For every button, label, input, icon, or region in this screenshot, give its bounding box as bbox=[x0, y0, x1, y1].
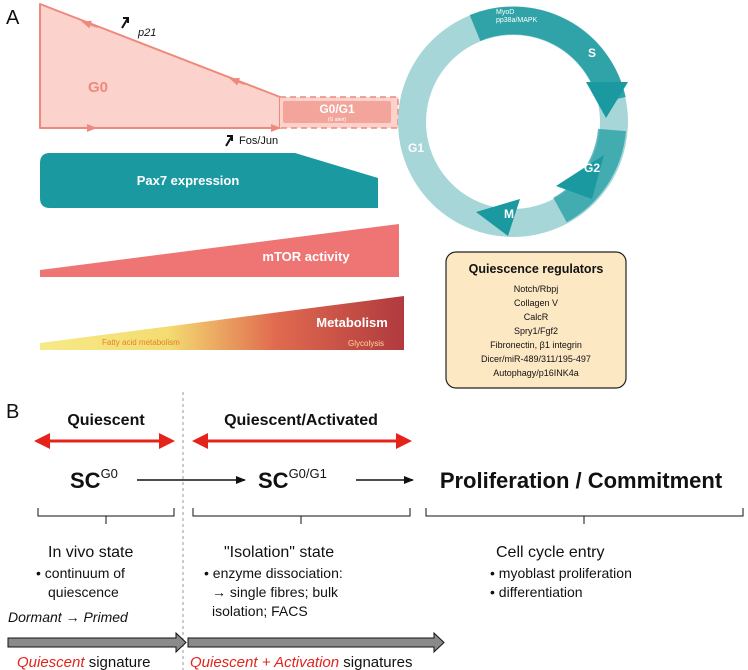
regulator-item: Collagen V bbox=[514, 298, 558, 308]
g-alert-label: (G alert) bbox=[328, 117, 347, 123]
quiescent-activated-header: Quiescent/Activated bbox=[224, 412, 378, 429]
quiescent-signature-red: Quiescent bbox=[17, 654, 85, 670]
pp38-label: pp38a/MAPK bbox=[496, 17, 538, 24]
m-arrowhead-icon bbox=[476, 199, 520, 236]
cell-cycle-entry-bullet2: • differentiation bbox=[490, 584, 583, 600]
cell-cycle-entry-bullet1: • myoblast proliferation bbox=[490, 565, 632, 581]
isolation-bullet-line1: • enzyme dissociation: bbox=[204, 565, 343, 581]
brace-cell-cycle bbox=[425, 508, 744, 524]
regulators-box bbox=[445, 251, 627, 389]
quiescent-activated-red-arrow bbox=[192, 433, 412, 449]
activation-signature-black: signatures bbox=[339, 654, 412, 670]
sc-g0-label: SCG0 bbox=[70, 466, 118, 493]
activation-signature-bar bbox=[187, 631, 445, 654]
quiescent-signature-black: signature bbox=[85, 654, 151, 670]
dormant-text: Dormant bbox=[8, 609, 63, 625]
regulators-list: Notch/Rbpj Collagen V CalcR Spry1/Fgf2 F… bbox=[481, 284, 591, 378]
quiescent-header: Quiescent bbox=[67, 412, 145, 429]
brace-isolation bbox=[192, 508, 411, 524]
sc-g0g1-label: SCG0/G1 bbox=[258, 466, 327, 493]
sc-g0g1-superscript: G0/G1 bbox=[289, 466, 327, 481]
fatty-acid-label: Fatty acid metabolism bbox=[102, 338, 180, 347]
sc-text: SC bbox=[258, 468, 289, 493]
isolation-bullet-line2: → single fibres; bulk bbox=[212, 584, 339, 600]
metabolism-label: Metabolism bbox=[316, 315, 388, 330]
brace-in-vivo bbox=[37, 508, 175, 524]
dormant-primed-line: Dormant → Primed bbox=[8, 609, 129, 625]
quiescent-red-arrow bbox=[34, 433, 175, 449]
m-phase-label: M bbox=[504, 207, 514, 221]
cell-cycle-ring bbox=[398, 6, 628, 237]
mtor-wedge bbox=[40, 224, 399, 277]
mtor-label: mTOR activity bbox=[262, 249, 350, 264]
regulator-item: Notch/Rbpj bbox=[514, 284, 559, 294]
p21-label: p21 bbox=[137, 27, 156, 39]
isolation-title: "Isolation" state bbox=[224, 544, 334, 561]
g2-phase-label: G2 bbox=[584, 161, 600, 175]
activation-signature-label: Quiescent + Activation signatures bbox=[190, 654, 412, 670]
regulator-item: Spry1/Fgf2 bbox=[514, 326, 558, 336]
s-phase-label: S bbox=[588, 46, 596, 60]
g0g1-label: G0/G1 bbox=[319, 102, 355, 116]
fosjun-up-arrow-icon bbox=[225, 135, 233, 147]
regulator-item: Autophagy/p16INK4a bbox=[493, 368, 579, 378]
primed-text: Primed bbox=[83, 609, 129, 625]
regulator-item: Fibronectin, β1 integrin bbox=[490, 340, 582, 350]
metabolism-wedge bbox=[40, 296, 404, 350]
s-arrowhead-icon bbox=[586, 82, 628, 118]
g0-label: G0 bbox=[88, 79, 108, 96]
quiescent-signature-label: Quiescent signature bbox=[17, 654, 150, 670]
cell-cycle-entry-title: Cell cycle entry bbox=[496, 544, 604, 561]
p21-up-arrow-icon bbox=[121, 17, 129, 29]
sc-g0-superscript: G0 bbox=[101, 466, 118, 481]
sc-text: SC bbox=[70, 468, 101, 493]
activation-signature-red: Quiescent + Activation bbox=[190, 654, 339, 670]
regulator-item: CalcR bbox=[524, 312, 549, 322]
proliferation-label: Proliferation / Commitment bbox=[440, 468, 723, 493]
g1-phase-label: G1 bbox=[408, 141, 424, 155]
in-vivo-bullet-line1: • continuum of bbox=[36, 565, 125, 581]
myod-label: MyoD bbox=[496, 9, 514, 16]
g0g1-box bbox=[283, 101, 391, 123]
regulators-title: Quiescence regulators bbox=[469, 262, 604, 276]
regulator-item: Dicer/miR-489/311/195-497 bbox=[481, 354, 591, 364]
quiescent-signature-bar bbox=[7, 631, 187, 654]
pax7-label: Pax7 expression bbox=[137, 173, 240, 188]
glycolysis-label: Glycolysis bbox=[348, 339, 384, 348]
in-vivo-bullet-line2: quiescence bbox=[48, 584, 119, 600]
g2-arrowhead-icon bbox=[556, 155, 604, 199]
pax7-shape bbox=[40, 153, 378, 208]
dormant-primed-arrow: → bbox=[66, 609, 80, 625]
in-vivo-title: In vivo state bbox=[48, 544, 133, 561]
panel-b-label: B bbox=[6, 401, 19, 423]
panel-a-label: A bbox=[6, 7, 20, 29]
fosjun-label: Fos/Jun bbox=[239, 135, 278, 147]
isolation-bullet-line3: isolation; FACS bbox=[212, 603, 308, 619]
